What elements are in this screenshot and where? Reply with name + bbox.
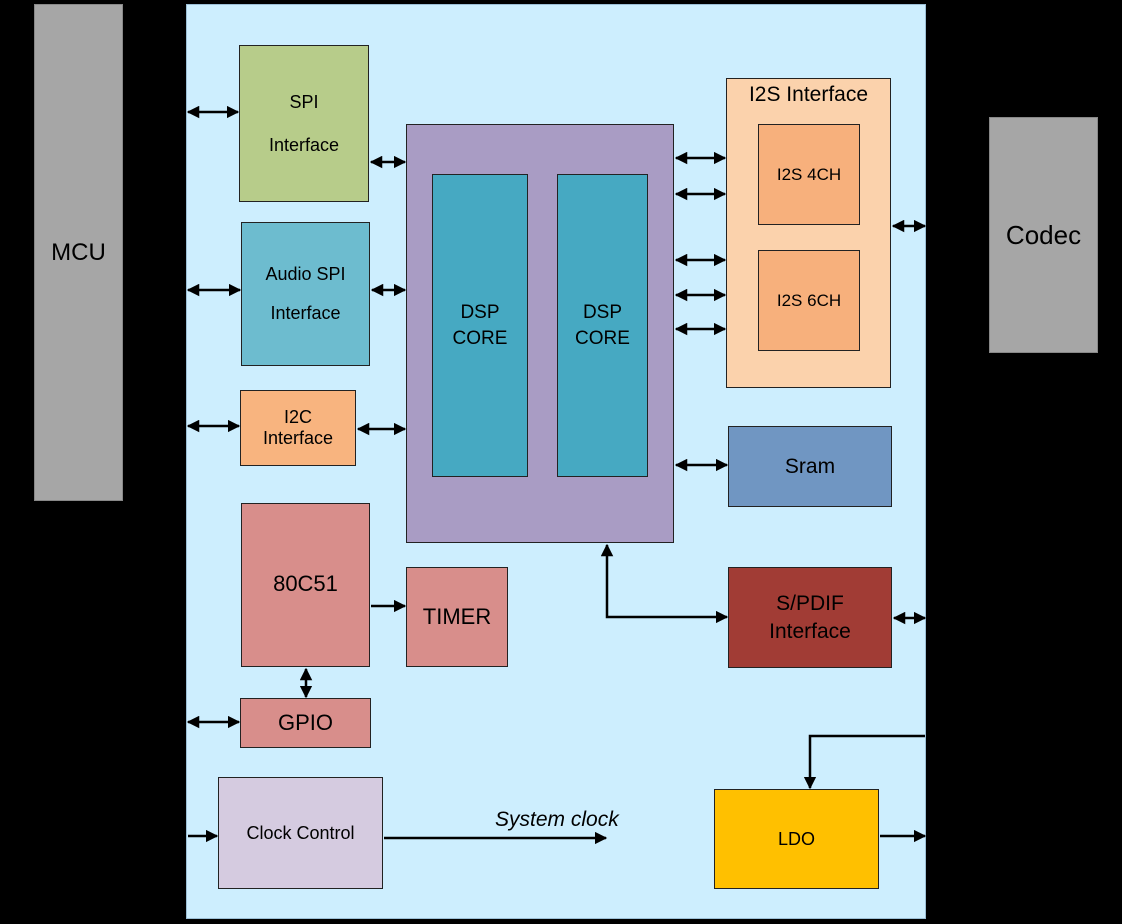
dsp-core-2-line1: DSP: [582, 301, 623, 323]
i2s-6ch-label: I2S 6CH: [776, 290, 842, 310]
dsp-core-1-line2: CORE: [452, 327, 508, 349]
gpio-label: GPIO: [277, 710, 333, 735]
i2s-4ch-label: I2S 4CH: [776, 164, 842, 184]
mcu-label: MCU: [51, 238, 106, 266]
c51-label: 80C51: [273, 571, 338, 596]
i2s-4ch-block: I2S 4CH: [758, 124, 860, 225]
system-clock-label: System clock: [495, 808, 619, 831]
timer-block: TIMER: [406, 567, 508, 667]
spdif-interface-block: S/PDIF Interface: [728, 567, 892, 668]
audio-spi-label-line2: Interface: [270, 303, 341, 323]
c51-block: 80C51: [241, 503, 370, 667]
spi-label-line1: SPI: [289, 91, 319, 112]
timer-label: TIMER: [422, 604, 492, 629]
i2c-label-line2: Interface: [262, 428, 334, 448]
codec-block: Codec: [989, 117, 1098, 353]
dsp-core-2-block: DSP CORE: [557, 174, 648, 477]
dsp-core-2-line2: CORE: [575, 327, 630, 349]
gpio-block: GPIO: [240, 698, 371, 748]
dsp-core-1-block: DSP CORE: [432, 174, 528, 477]
clock-control-block: Clock Control: [218, 777, 383, 889]
i2c-interface-block: I2C Interface: [240, 390, 356, 466]
spdif-label-line2: Interface: [769, 619, 851, 643]
dsp-core-1-line1: DSP: [460, 301, 500, 323]
spdif-label-line1: S/PDIF: [776, 591, 844, 615]
clock-control-label: Clock Control: [246, 822, 355, 843]
wire-ldo-in: [803, 734, 925, 790]
spi-label-line2: Interface: [268, 134, 340, 155]
ldo-label: LDO: [777, 828, 815, 849]
i2s-title: I2S Interface: [748, 83, 869, 106]
mcu-block: MCU: [34, 4, 123, 501]
audio-spi-interface-block: Audio SPI Interface: [241, 222, 370, 366]
ldo-block: LDO: [714, 789, 879, 889]
sram-label: Sram: [784, 454, 836, 478]
i2c-label-line1: I2C: [283, 407, 312, 427]
audio-spi-label-line1: Audio SPI: [265, 264, 346, 284]
spi-interface-block: SPI Interface: [239, 45, 369, 202]
sram-block: Sram: [728, 426, 892, 507]
wire-dsp-spdif: [600, 543, 729, 624]
codec-label: Codec: [1005, 219, 1082, 250]
i2s-6ch-block: I2S 6CH: [758, 250, 860, 351]
